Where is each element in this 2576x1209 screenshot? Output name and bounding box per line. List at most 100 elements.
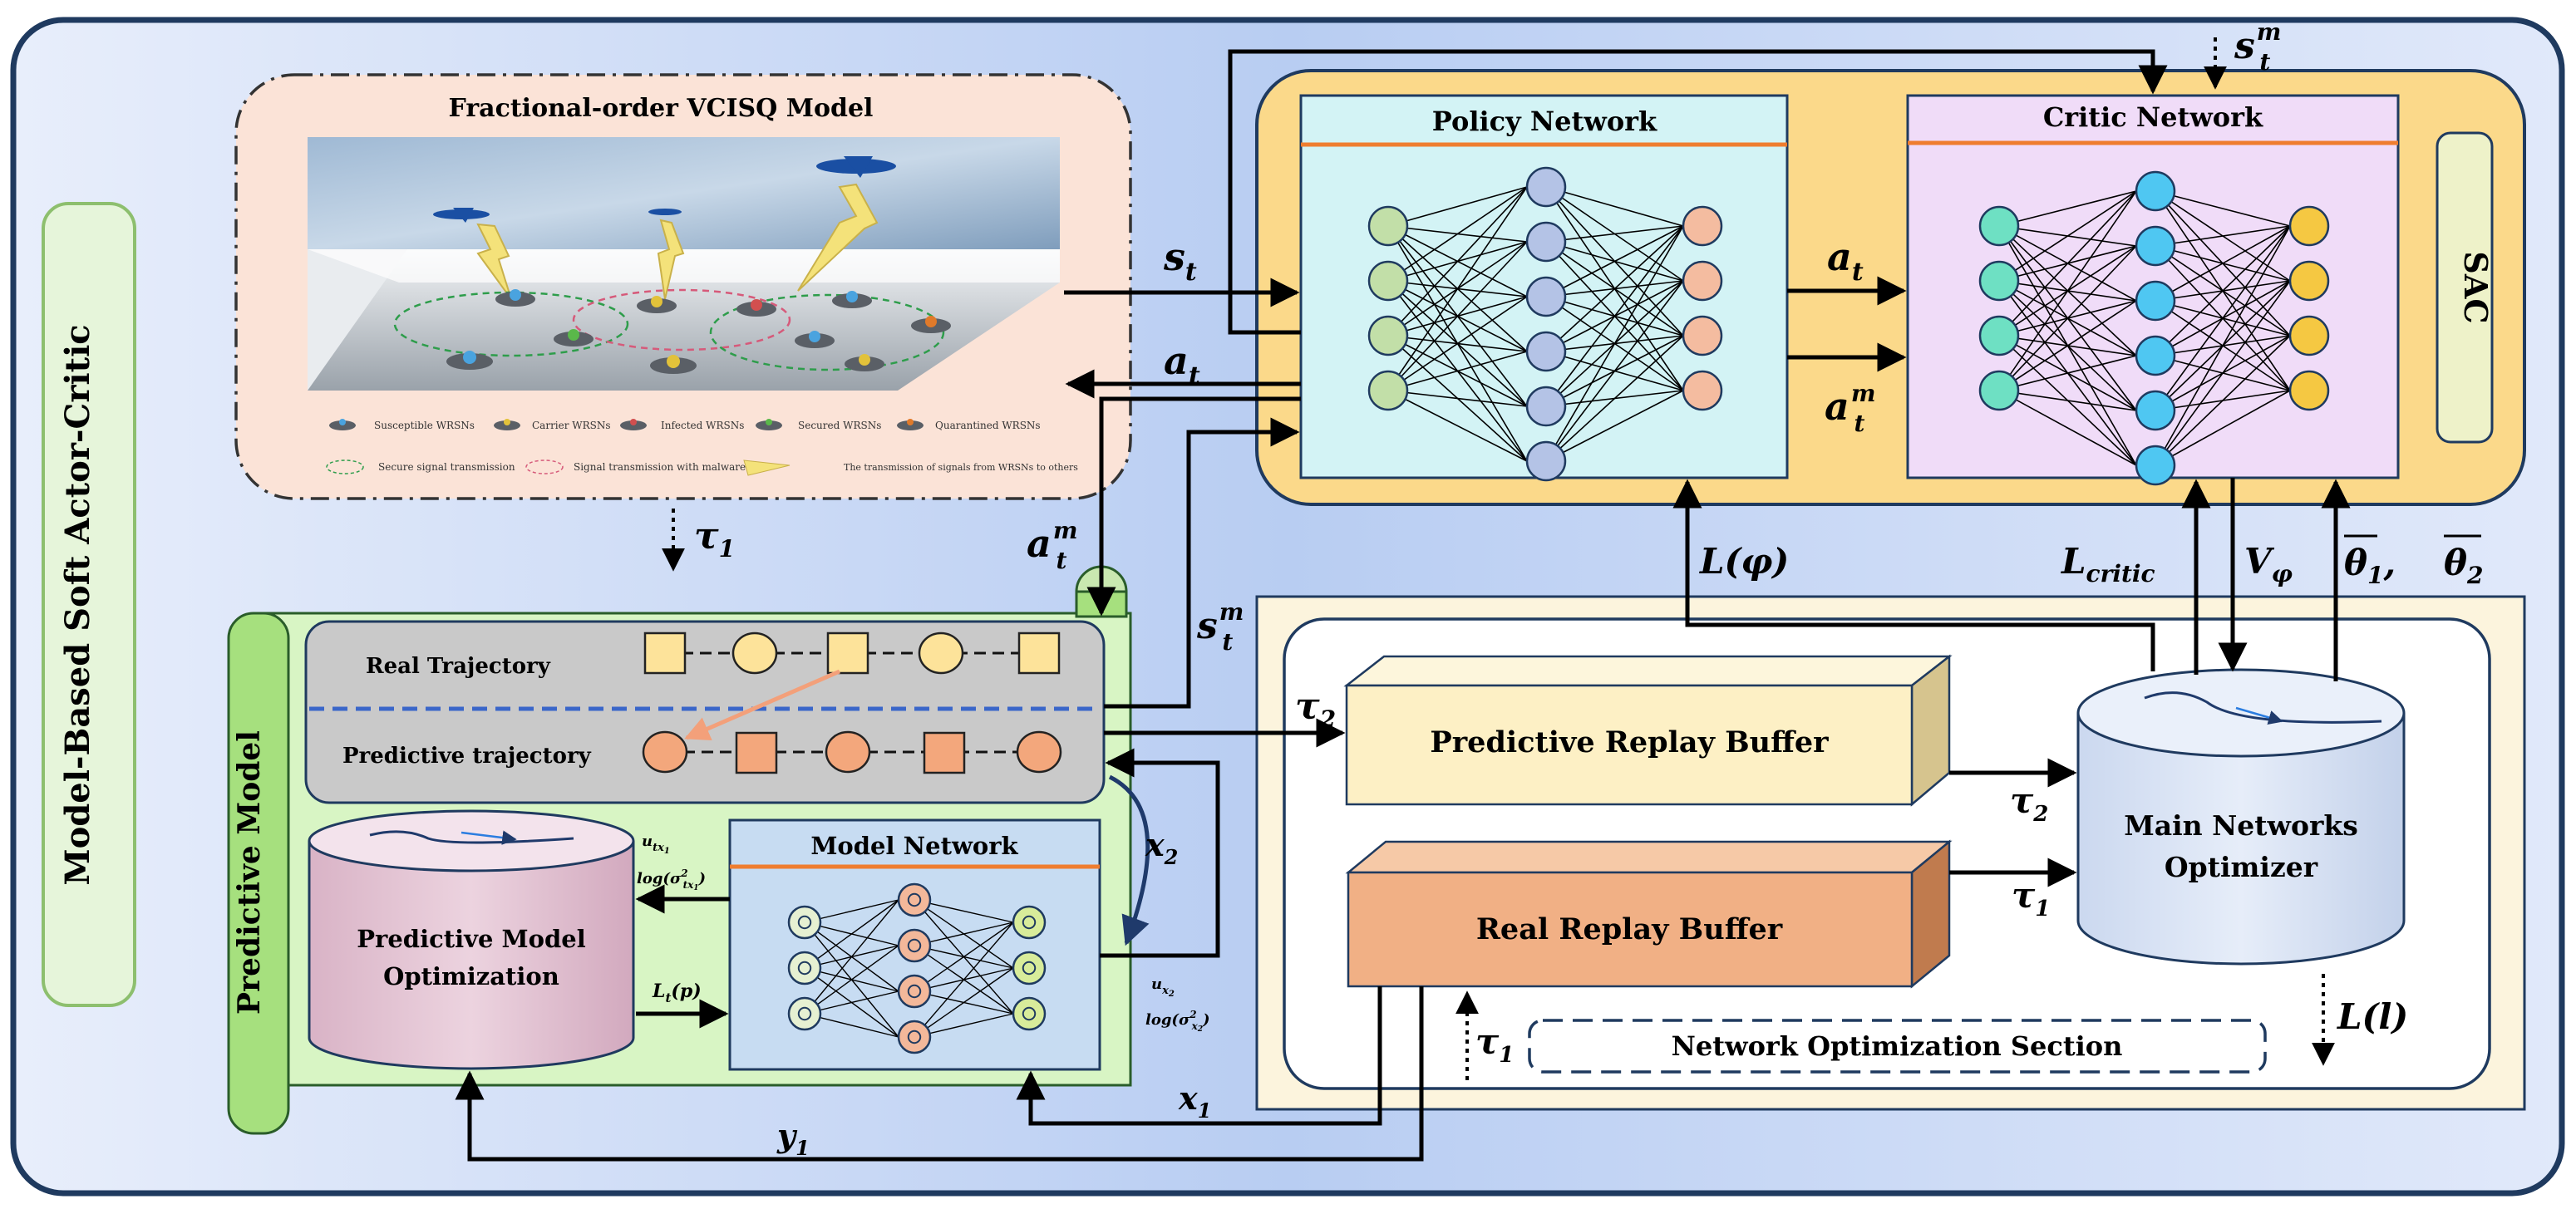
predictive-model-label: Predictive Model [232,730,267,1015]
neuron-node [2135,445,2176,486]
neuron-node [787,905,822,940]
svg-text:x1: x1 [1178,1079,1211,1123]
neuron-node [2288,205,2330,247]
model-network-layers [787,882,1047,1054]
neuron-node [1012,996,1047,1031]
svg-text:Vφ: Vφ [2244,541,2293,587]
vcisq-legend: Susceptible WRSNs Carrier WRSNs Infected… [326,419,1078,476]
vcisq-model-panel: Fractional-order VCISQ Model [234,73,1132,500]
svg-text:L(φ): L(φ) [1699,541,1789,582]
neuron-node [1525,166,1567,208]
predictive-trajectory-label: Predictive trajectory [342,744,592,769]
theta-bar-labels: θ1, θ2 [2344,534,2484,589]
svg-text:st: st [1163,234,1197,287]
sac-label: SAC [2457,251,2495,323]
predictive-replay-buffer: Predictive Replay Buffer [1343,654,1953,807]
real-state-node [643,632,687,675]
real-action-node [918,632,964,675]
svg-text:τ2: τ2 [1295,686,1336,733]
svg-text:Optimization: Optimization [383,962,559,990]
svg-text:θ2: θ2 [2444,543,2484,589]
neuron-node [787,951,822,985]
critic-network-title: Critic Network [2043,101,2263,133]
svg-text:The transmission of signals fr: The transmission of signals from WRSNs t… [844,462,1078,473]
svg-text:Secure signal transmission: Secure signal transmission [378,461,515,473]
flow-arrows [455,49,2351,1162]
vcisq-title: Fractional-order VCISQ Model [449,94,874,123]
svg-text:Carrier WRSNs: Carrier WRSNs [532,420,611,431]
neuron-node [1978,205,2020,247]
svg-text:Predictive Model: Predictive Model [357,925,586,953]
svg-text:utx1: utx1 [642,833,670,856]
neuron-node [2135,225,2176,267]
sensor-nodes [446,289,951,374]
critic-network-layers [1978,170,2330,486]
svg-text:amt: amt [1027,517,1077,574]
neuron-node [1978,260,2020,302]
svg-text:τ1: τ1 [1475,1021,1514,1068]
neuron-node [1978,370,2020,411]
svg-text:Susceptible WRSNs: Susceptible WRSNs [374,420,475,431]
svg-text:y1: y1 [776,1117,810,1160]
svg-text:Predictive Replay Buffer: Predictive Replay Buffer [1430,725,1829,759]
neuron-node [787,996,822,1031]
outer-title: Model-Based Soft Actor-Critic [58,324,97,885]
pred-action-node [1016,730,1062,774]
neuron-node [2288,260,2330,302]
svg-text:Lt(p): Lt(p) [652,980,702,1005]
svg-text:L(l): L(l) [2337,996,2408,1037]
svg-text:τ1: τ1 [2012,875,2050,921]
neuron-node [1525,386,1567,427]
trajectory-box: Real Trajectory Predictive trajectory [304,620,1106,804]
svg-text:at: at [1164,338,1200,391]
neuron-node [2135,280,2176,322]
neuron-node [1367,370,1409,411]
plane-icon [433,156,896,223]
svg-text:Infected WRSNs: Infected WRSNs [661,420,744,431]
svg-text:Real Replay Buffer: Real Replay Buffer [1476,912,1783,946]
real-action-node [731,632,778,675]
neuron-node [1682,315,1723,356]
svg-text:x2: x2 [1145,826,1178,869]
model-network: Model Network [728,818,1101,1071]
neuron-node [2135,390,2176,431]
pred-state-node [735,731,778,774]
network-optimization-label: Network Optimization Section [1672,1030,2123,1062]
neuron-node [2135,170,2176,212]
policy-network: Policy Network [1299,94,1789,482]
neuron-node [1682,260,1723,302]
neuron-node [1367,205,1409,247]
pred-action-node [825,730,871,774]
neuron-node [1525,331,1567,372]
svg-text:Secured WRSNs: Secured WRSNs [798,420,881,431]
neuron-node [1525,440,1567,482]
pred-action-node [642,730,688,774]
sac-label-box [2436,131,2494,444]
svg-text:amt: amt [1825,380,1875,437]
svg-text:ux2: ux2 [1151,976,1175,999]
svg-text:Lcritic: Lcritic [2061,541,2155,587]
neuron-node [897,882,932,917]
neuron-node [1978,315,2020,356]
neuron-node [897,928,932,963]
svg-text:τ2: τ2 [2010,780,2048,827]
main-networks-optimizer: Main Networks Optimizer [2076,668,2406,966]
predictive-model-optimization: Predictive Model Optimization [308,809,635,1070]
real-state-node [1017,632,1061,675]
neuron-node [1012,905,1047,940]
neuron-node [1367,260,1409,302]
x2-curve-arrow [1108,774,1150,946]
real-replay-buffer: Real Replay Buffer [1345,839,1953,989]
model-network-title: Model Network [810,832,1018,860]
neuron-node [897,1020,932,1054]
policy-network-title: Policy Network [1432,106,1657,137]
critic-network: Critic Network [1906,94,2400,486]
real-trajectory-label: Real Trajectory [366,654,551,679]
neuron-node [2135,335,2176,376]
neuron-node [1525,276,1567,317]
svg-text:Quarantined WRSNs: Quarantined WRSNs [935,420,1041,431]
neuron-node [1012,951,1047,985]
neuron-node [1367,315,1409,356]
